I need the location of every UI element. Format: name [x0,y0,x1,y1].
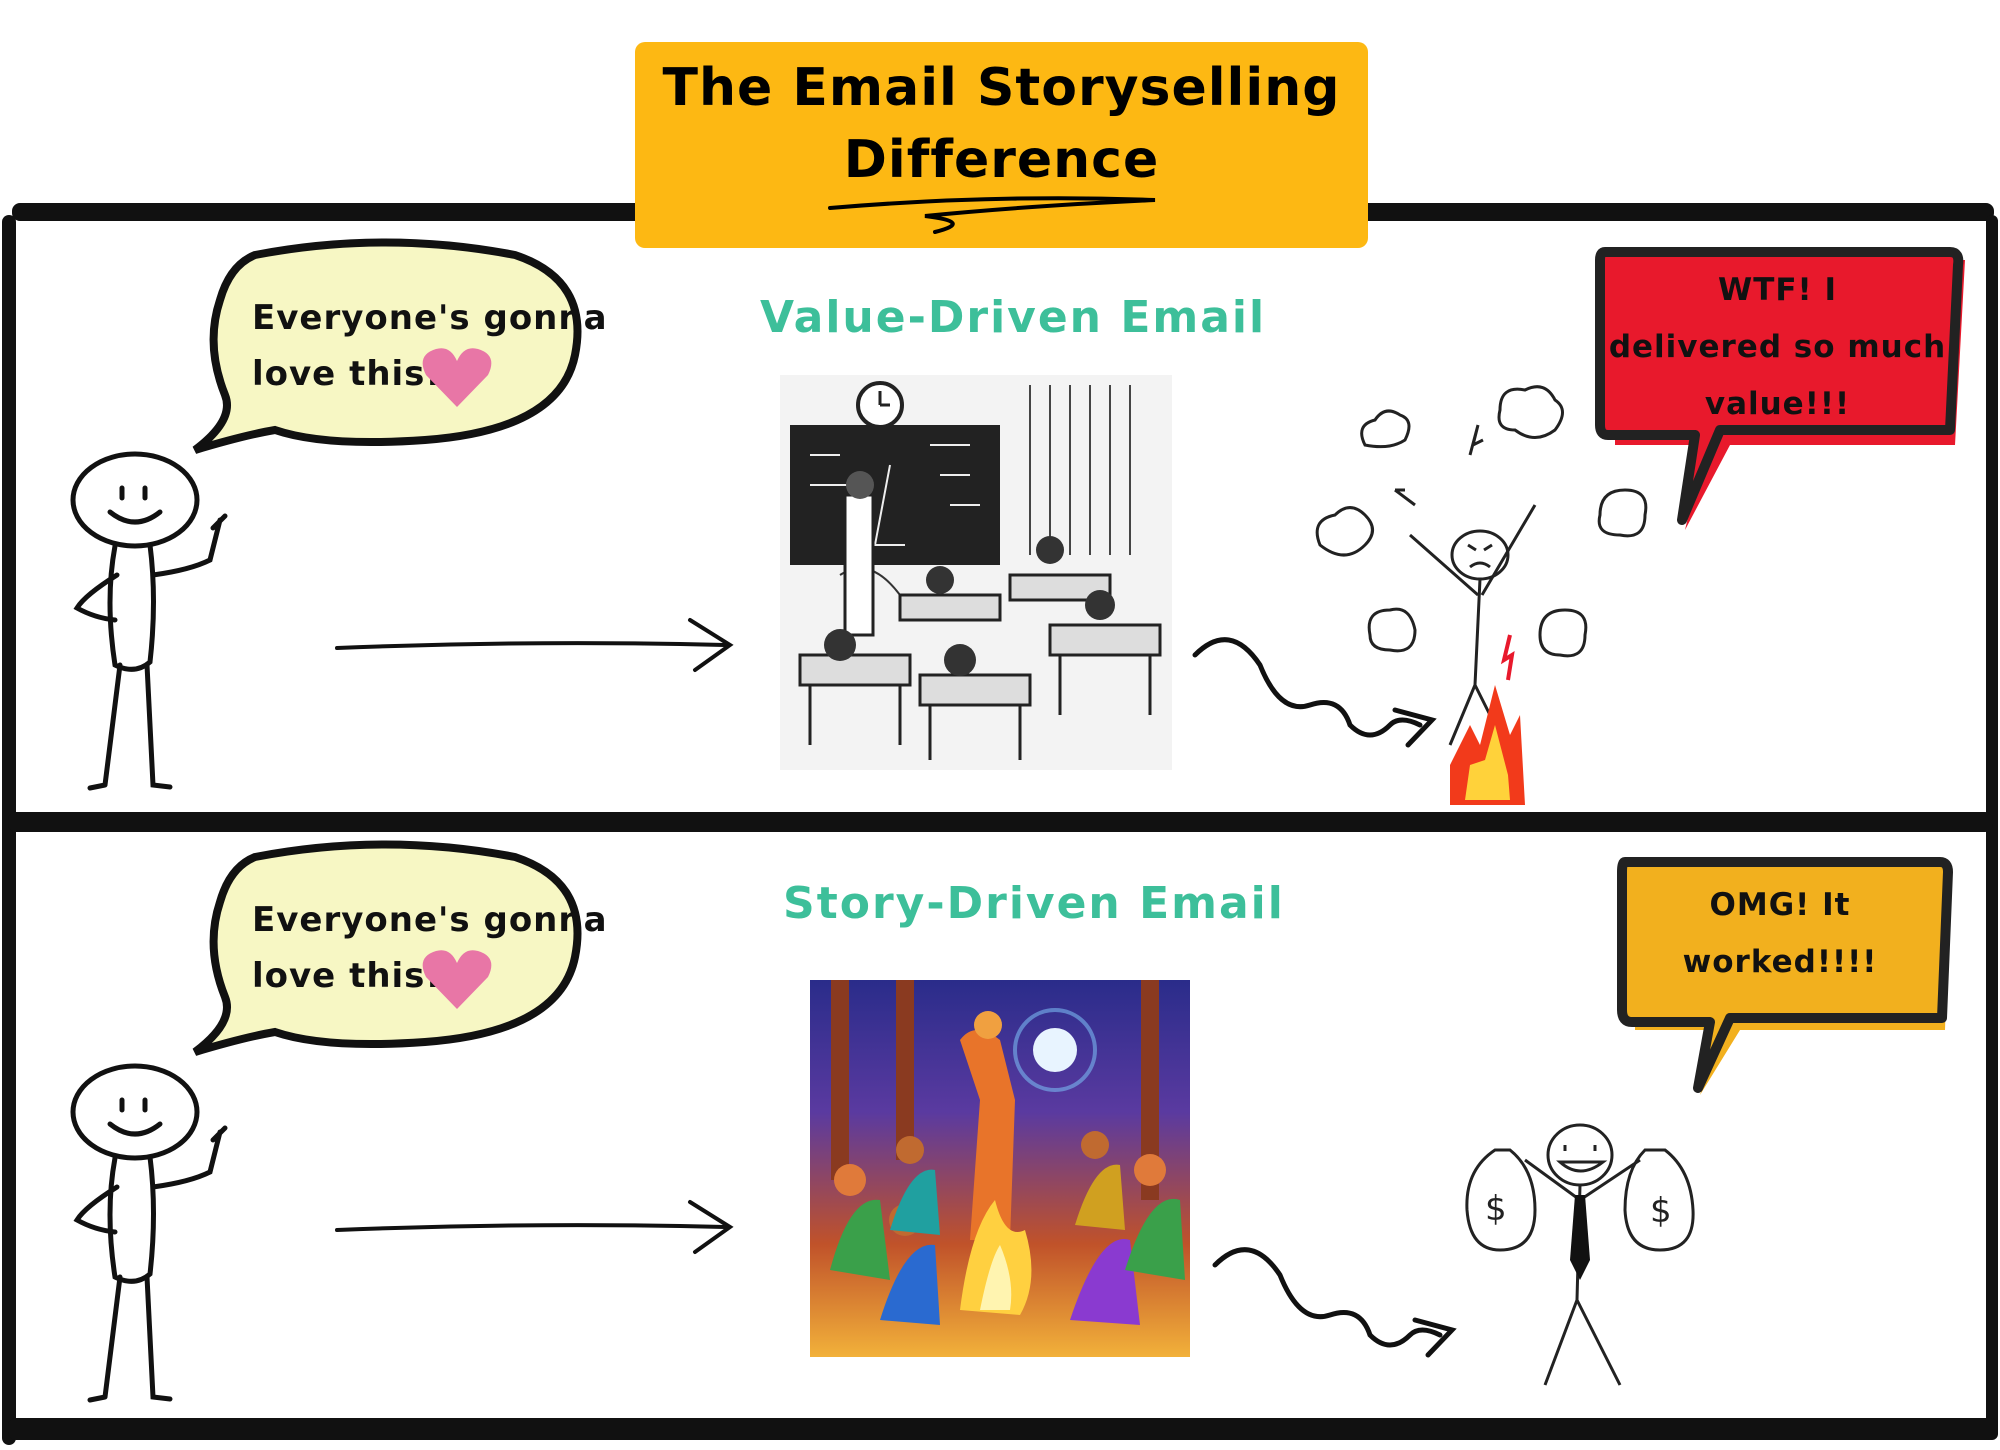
heart-icon [422,950,492,1009]
reaction-line-1: OMG! It [1709,887,1851,923]
campfire-image [810,980,1190,1357]
frame-bottom-line [8,1418,1998,1440]
reaction-line-3: value!!! [1704,386,1851,422]
heart-icon [422,348,492,407]
title-line-2: Difference [843,130,1160,190]
thought-line-2: love this! [252,354,442,394]
frame-left-line [2,215,16,1445]
happy-stick-figure-money-bags: $ $ [1465,1123,1695,1386]
email-label-value: Value-Driven Email [760,292,1267,343]
reaction-line-2: worked!!!! [1682,944,1878,980]
underline-swoosh [828,196,1156,234]
stick-figure [70,1063,228,1403]
speech-bubble-orange [1617,857,1953,1095]
thought-line-1: Everyone's gonna [252,298,608,338]
reaction-text-orange: OMG! It worked!!!! [1620,877,1940,991]
arrow-right [335,618,734,672]
angry-stick-figure-on-fire [1315,385,1648,805]
squiggly-arrow [1212,1247,1457,1358]
squiggly-arrow [1192,637,1437,748]
reaction-line-1: WTF! I [1718,272,1837,308]
thought-bubble [192,840,582,1056]
arrow-right [335,1200,734,1254]
email-label-story: Story-Driven Email [783,878,1285,929]
thought-bubble [192,238,582,454]
title-line-1: The Email Storyselling [662,58,1341,118]
reaction-line-2: delivered so much [1608,329,1947,365]
svg-text:$: $ [1650,1191,1672,1231]
reaction-text-red: WTF! I delivered so much value!!! [1600,262,1955,433]
stick-figure [70,451,228,791]
speech-bubble-red [1595,247,1965,530]
title-banner: The Email Storyselling Difference [635,42,1368,248]
row-divider-line [8,812,1993,832]
svg-text:$: $ [1485,1189,1507,1229]
classroom-image [780,375,1172,770]
thought-line-2: love this! [252,956,442,996]
thought-line-1: Everyone's gonna [252,900,608,940]
